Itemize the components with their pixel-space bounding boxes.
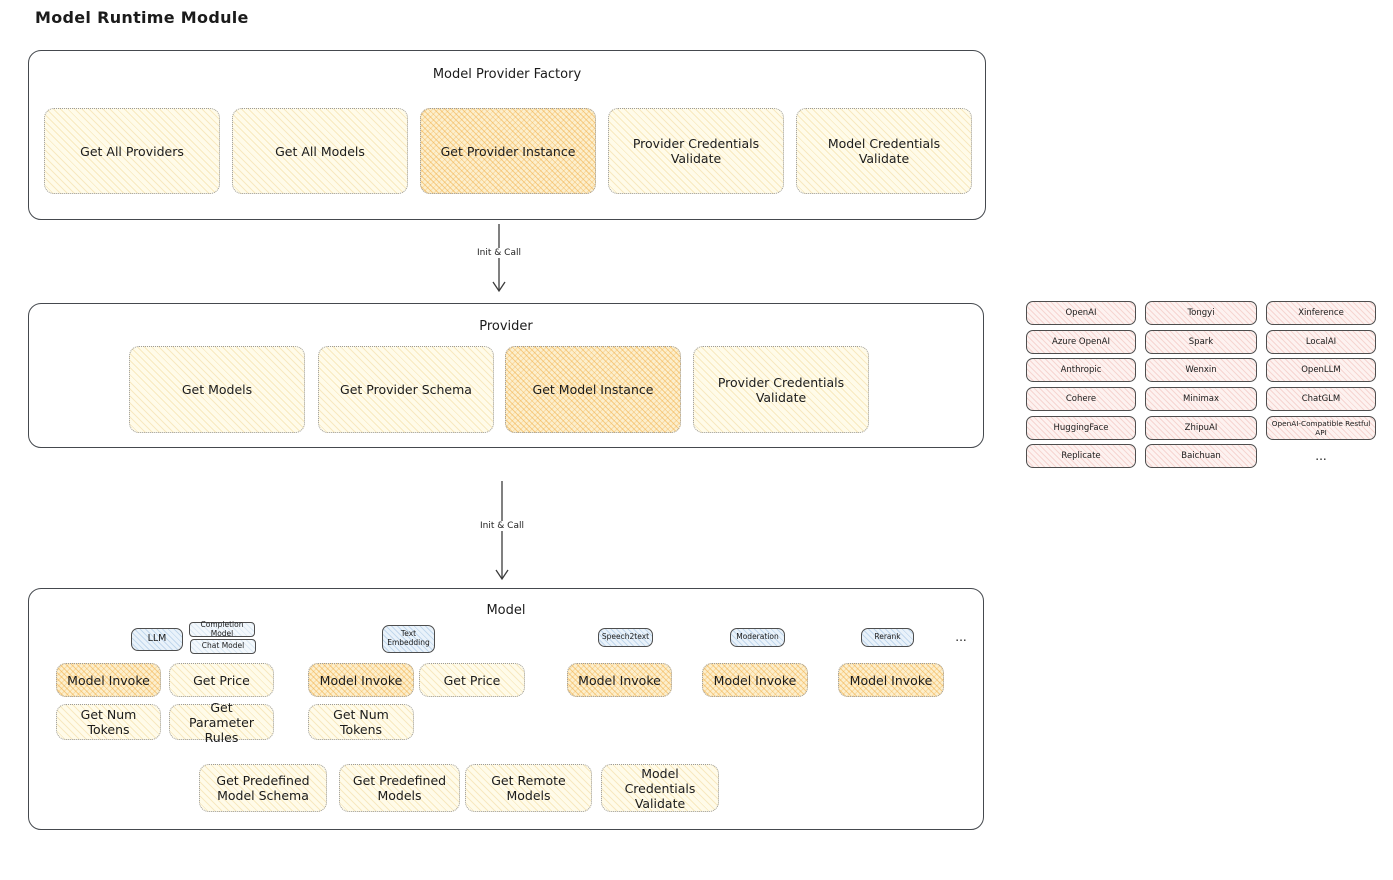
node-get-num-tokens-llm: Get Num Tokens [56,704,161,740]
provider-pill-tongyi: Tongyi [1145,301,1257,325]
provider-pill-baichuan: Baichuan [1145,444,1257,469]
provider-pill-openai: OpenAI [1026,301,1136,325]
tag-llm: LLM [131,628,183,651]
node-get-price-llm: Get Price [169,663,274,697]
node-model-invoke-rerank: Model Invoke [838,663,944,697]
node-get-predefined-model-schema: Get Predefined Model Schema [199,764,327,812]
node-get-parameter-rules: Get Parameter Rules [169,700,274,745]
init-call-arrow-bottom: Init & Call [477,481,527,582]
provider-pill-huggingface: HuggingFace [1026,415,1136,440]
tag-rerank: Rerank [861,628,914,647]
provider-list: OpenAI Tongyi Xinference Azure OpenAI Sp… [1026,301,1376,469]
tag-ellipsis: ... [955,630,967,645]
node-provider-credentials-validate-2: Provider Credentials Validate [693,346,869,433]
provider-pill-localai: LocalAI [1266,329,1376,354]
node-get-price-embedding: Get Price [419,663,525,697]
node-model-credentials-validate: Model Credentials Validate [796,108,972,194]
provider-pill-xinference: Xinference [1266,301,1376,325]
node-get-all-models: Get All Models [232,108,408,194]
provider-pill-chatglm: ChatGLM [1266,387,1376,412]
node-get-remote-models: Get Remote Models [465,764,592,812]
node-get-provider-instance: Get Provider Instance [420,108,596,194]
node-model-invoke-llm: Model Invoke [56,663,161,697]
node-model-invoke-embedding: Model Invoke [308,663,414,697]
provider-pill-replicate: Replicate [1026,444,1136,469]
node-get-models: Get Models [129,346,305,433]
arrow-down-icon [492,224,506,293]
node-provider-credentials-validate: Provider Credentials Validate [608,108,784,194]
model-panel-title: Model [486,603,526,618]
provider-list-ellipsis: ... [1315,449,1327,464]
provider-pill-wenxin: Wenxin [1145,358,1257,383]
page-title: Model Runtime Module [35,8,249,27]
provider-pill-zhipuai: ZhipuAI [1145,415,1257,440]
arrow-label: Init & Call [474,248,524,258]
provider-pill-anthropic: Anthropic [1026,358,1136,383]
factory-panel-title: Model Provider Factory [432,67,582,82]
init-call-arrow-top: Init & Call [474,224,524,294]
arrow-down-icon [495,481,509,581]
node-get-all-providers: Get All Providers [44,108,220,194]
provider-pill-azure-openai: Azure OpenAI [1026,329,1136,354]
node-model-invoke-speech2text: Model Invoke [567,663,672,697]
node-get-predefined-models: Get Predefined Models [339,764,460,812]
tag-text-embedding: Text Embedding [382,625,435,653]
node-model-credentials-validate-2: Model Credentials Validate [601,764,719,812]
provider-panel-title: Provider [479,319,533,334]
provider-pill-openllm: OpenLLM [1266,358,1376,383]
provider-pill-cohere: Cohere [1026,387,1136,412]
tag-chat-model: Chat Model [190,639,256,654]
tag-speech2text: Speech2text [598,628,653,647]
node-get-num-tokens-embedding: Get Num Tokens [308,704,414,740]
factory-node-row: Get All Providers Get All Models Get Pro… [44,108,972,194]
arrow-label: Init & Call [477,521,527,531]
provider-pill-minimax: Minimax [1145,387,1257,412]
factory-panel: Model Provider Factory Get All Providers… [28,50,986,220]
provider-panel: Provider Get Models Get Provider Schema … [28,303,984,448]
tag-completion-model: Completion Model [189,620,255,637]
model-panel: Model LLM Completion Model Chat Model Te… [28,588,984,830]
provider-pill-spark: Spark [1145,329,1257,354]
tag-moderation: Moderation [730,628,785,647]
node-get-provider-schema: Get Provider Schema [318,346,494,433]
provider-pill-openai-compatible: OpenAI-Compatible Restful API [1266,415,1376,440]
node-get-model-instance: Get Model Instance [505,346,681,433]
node-model-invoke-moderation: Model Invoke [702,663,808,697]
